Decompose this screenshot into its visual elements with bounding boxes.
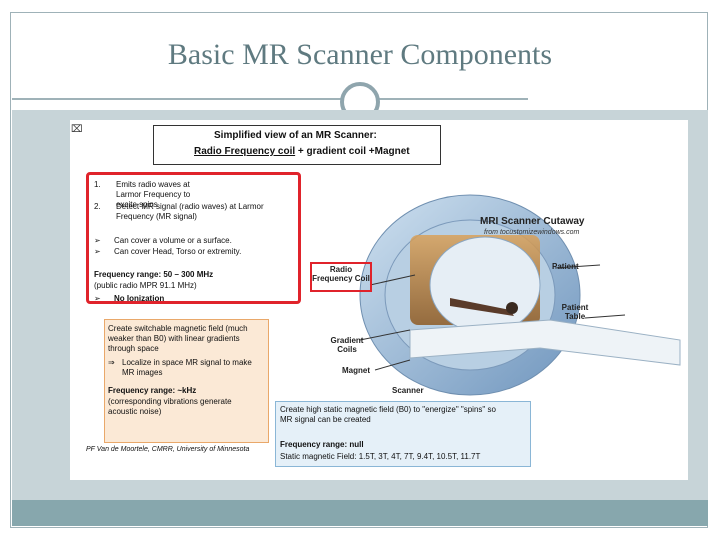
magnet-text: Create high static magnetic field (B0) t… bbox=[280, 405, 496, 424]
gradient-box bbox=[104, 319, 269, 443]
rf-frequency-note: (public radio MPR 91.1 MHz) bbox=[94, 281, 197, 290]
rf-coil-label-box bbox=[310, 262, 372, 292]
rf-no-ionization: No Ionization bbox=[114, 294, 165, 303]
rf-bullet-arrow-2: ➢ bbox=[94, 247, 101, 256]
gradient-arrow-text: Localize in space MR signal to make MR i… bbox=[122, 358, 252, 377]
rf-coil-box bbox=[86, 172, 301, 304]
title-rule-right bbox=[378, 98, 528, 100]
rf-bullet-arrow-1: ➢ bbox=[94, 236, 101, 245]
rf-item-2-text: Detect MR signal (radio waves) at Larmor… bbox=[116, 202, 264, 221]
rf-coil-term: Radio Frequency coil bbox=[194, 146, 296, 157]
patient-table-label: Patient Table bbox=[561, 303, 589, 321]
patient-head bbox=[506, 302, 518, 314]
table-pointer bbox=[584, 314, 626, 319]
header-rest: + gradient coil +Magnet bbox=[295, 146, 410, 157]
patient-table bbox=[409, 319, 681, 366]
magnet-frequency-range: Frequency range: null bbox=[280, 440, 364, 449]
scanner-label: Scanner bbox=[392, 386, 424, 395]
gradient-frequency-range: Frequency range: ~kHz bbox=[108, 386, 197, 395]
rf-bullet-1: Can cover a volume or a surface. bbox=[114, 236, 232, 245]
gradient-frequency-note: (corresponding vibrations generate acous… bbox=[108, 397, 232, 416]
footer-bar bbox=[12, 500, 708, 526]
gradient-coils-label: Gradient Coils bbox=[330, 336, 364, 354]
rf-coil-label: Radio Frequency Coil bbox=[312, 265, 370, 283]
patient-pointer bbox=[554, 264, 601, 269]
rf-item-2-num: 2. bbox=[94, 202, 101, 211]
gradient-text: Create switchable magnetic field (much w… bbox=[108, 324, 248, 353]
rf-item-1-num: 1. bbox=[94, 180, 101, 189]
gradient-arrow-icon: ⇒ bbox=[108, 358, 115, 367]
patient-figure bbox=[450, 298, 514, 316]
scanner-illustration bbox=[359, 194, 681, 396]
corner-mark: ⌧ bbox=[71, 124, 83, 135]
magnet-box bbox=[275, 401, 531, 467]
rf-frequency-range: Frequency range: 50 – 300 MHz bbox=[94, 270, 214, 279]
rf-item-1-text: Emits radio waves at Larmor Frequency to… bbox=[116, 180, 191, 209]
figure-header-line1: Simplified view of an MR Scanner: bbox=[214, 130, 377, 141]
magnet-pointer bbox=[374, 359, 411, 371]
rf-bullet-2: Can cover Head, Torso or extremity. bbox=[114, 247, 242, 256]
figure-credit: PF Van de Moortele, CMRR, University of … bbox=[86, 446, 250, 453]
magnet-label: Magnet bbox=[342, 366, 370, 375]
figure-header: Simplified view of an MR Scanner: Radio … bbox=[153, 125, 441, 165]
title-rule-left bbox=[12, 98, 342, 100]
rf-bullet-arrow-3: ➢ bbox=[94, 294, 101, 303]
magnet-static-fields: Static magnetic Field: 1.5T, 3T, 4T, 7T,… bbox=[280, 452, 481, 461]
gradient-pointer bbox=[359, 329, 411, 341]
figure-header-line2: Radio Frequency coil + gradient coil +Ma… bbox=[194, 146, 410, 157]
patient-label: Patient bbox=[552, 262, 579, 271]
cutaway-source: from tocustomizewindows.com bbox=[484, 229, 580, 236]
rf-pointer bbox=[369, 274, 416, 286]
bore bbox=[429, 236, 541, 334]
slide-title: Basic MR Scanner Components bbox=[167, 38, 553, 71]
cutaway-title: MRI Scanner Cutaway bbox=[480, 216, 585, 227]
